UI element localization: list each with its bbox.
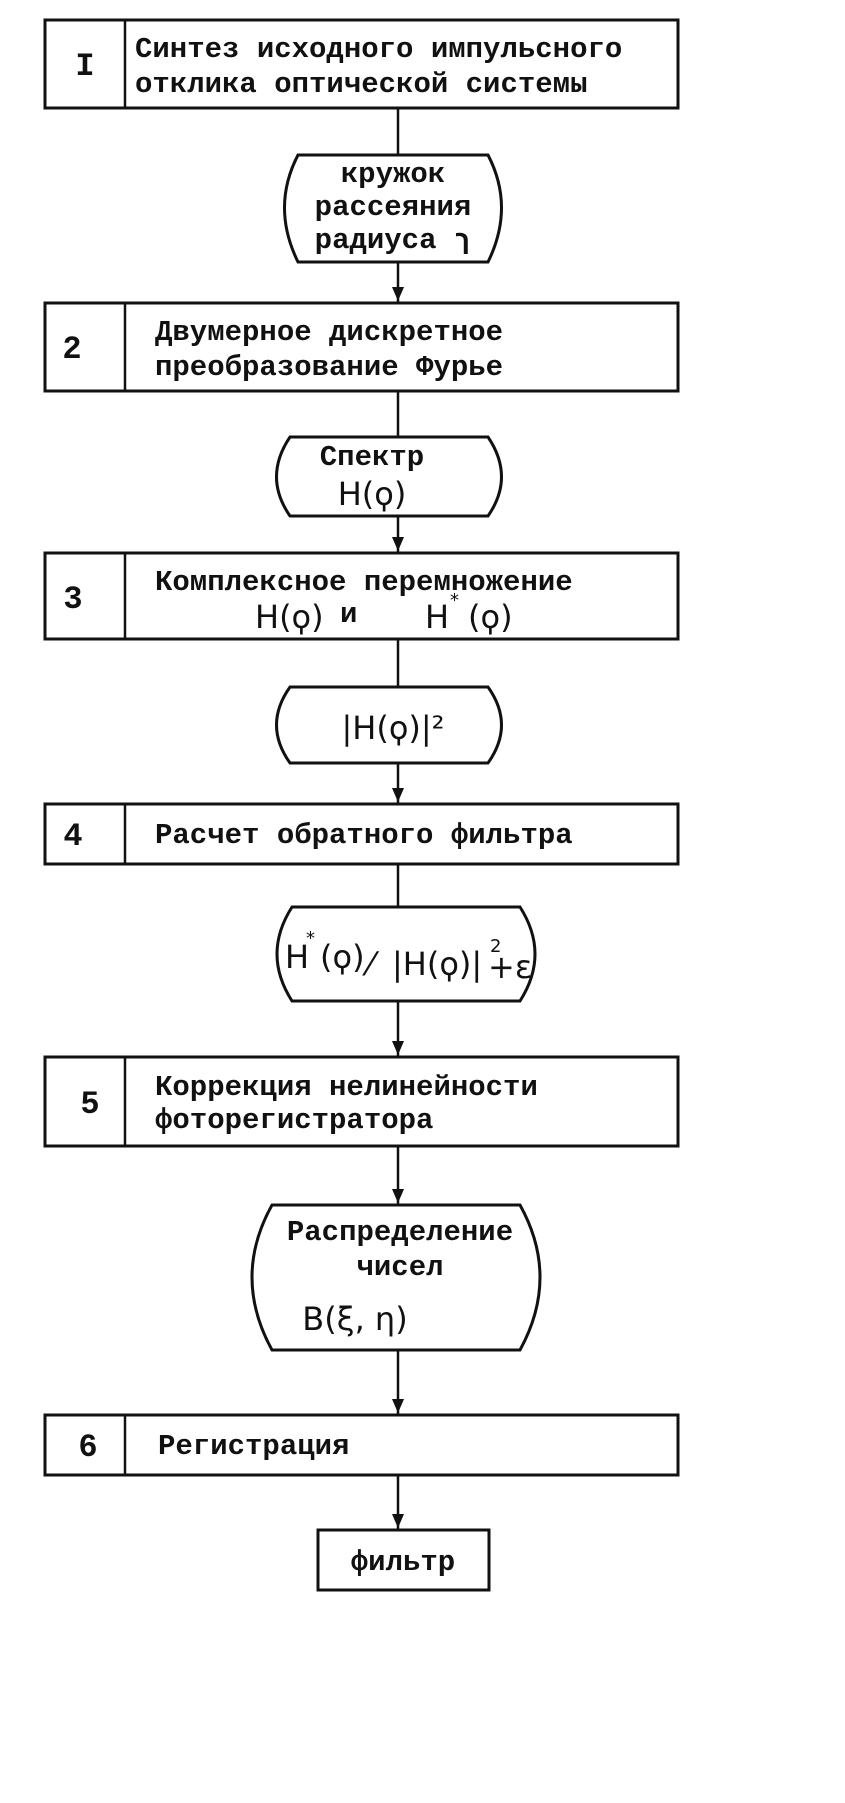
step-4-number: 4 bbox=[63, 818, 82, 855]
step-5-label-line-2: фоторегистратора bbox=[155, 1104, 433, 1137]
step-6-number: 6 bbox=[78, 1429, 97, 1466]
final-label: фильтр bbox=[351, 1546, 455, 1579]
output-4-sq: 2 bbox=[490, 936, 501, 957]
step-3-formula-and: и bbox=[340, 598, 357, 631]
step-2-label-line-2: преобразование Фурье bbox=[155, 351, 503, 384]
step-6-box: 6 Регистрация bbox=[43, 1413, 680, 1477]
step-1-label-line-1: Синтез исходного импульсного bbox=[135, 33, 622, 66]
step-4-box: 4 Расчет обратного фильтра bbox=[43, 802, 680, 866]
step-6-label-line-1: Регистрация bbox=[158, 1430, 349, 1463]
output-4-star: * bbox=[306, 928, 315, 949]
arrow-head bbox=[392, 1399, 404, 1413]
arrow-head bbox=[392, 537, 404, 551]
output-2-terminator: Спектр H(ϙ) bbox=[275, 435, 503, 518]
output-5-line-3: B(ξ, η) bbox=[302, 1300, 407, 1338]
step-3-label-line-1: Комплексное перемножение bbox=[155, 566, 573, 599]
output-5-terminator: Распределение чисел B(ξ, η) bbox=[250, 1203, 542, 1352]
output-4-eps: +ε bbox=[488, 948, 532, 986]
step-2-box: 2 Двумерное дискретное преобразование Фу… bbox=[43, 301, 680, 393]
output-3-line-1: |H(ϙ)|² bbox=[342, 709, 445, 747]
step-3-formula-h: H(ϙ) bbox=[255, 598, 324, 636]
arrow-head bbox=[392, 1189, 404, 1203]
output-4-abs: |H(ϙ)| bbox=[392, 945, 482, 983]
output-4-div: ⁄ bbox=[362, 945, 380, 983]
output-4-arg: (ϙ) bbox=[320, 938, 365, 976]
output-4-terminator: H * (ϙ) ⁄ |H(ϙ)| 2 +ε bbox=[275, 905, 537, 1003]
output-1-terminator: кружок рассеяния радиуса ɿ bbox=[283, 153, 503, 264]
output-5-line-1: Распределение bbox=[287, 1216, 513, 1249]
step-3-box: 3 Комплексное перемножение H(ϙ) и H * (ϙ… bbox=[43, 551, 680, 641]
output-2-line-1: Спектр bbox=[320, 441, 424, 474]
output-5-line-2: чисел bbox=[356, 1251, 443, 1284]
step-3-formula-star: * bbox=[450, 590, 459, 611]
step-5-label-line-1: Коррекция нелинейности bbox=[155, 1071, 538, 1104]
final-box: фильтр bbox=[316, 1528, 491, 1592]
step-3-formula-hstar: H bbox=[425, 598, 449, 636]
step-1-box: I Синтез исходного импульсного отклика о… bbox=[43, 18, 680, 110]
step-3-formula-arg: (ϙ) bbox=[468, 598, 513, 636]
arrow-head bbox=[392, 1041, 404, 1055]
arrow-head bbox=[392, 287, 404, 301]
step-5-number: 5 bbox=[80, 1086, 99, 1123]
output-4-h: H bbox=[285, 938, 309, 976]
step-5-box: 5 Коррекция нелинейности фоторегистратор… bbox=[43, 1055, 680, 1148]
arrow-head bbox=[392, 788, 404, 802]
output-2-line-2: H(ϙ) bbox=[338, 475, 407, 513]
output-1-line-3: радиуса ɿ bbox=[315, 224, 472, 257]
step-1-label-line-2: отклика оптической системы bbox=[135, 68, 587, 101]
step-3-number: 3 bbox=[63, 581, 82, 618]
step-2-number: 2 bbox=[62, 331, 81, 368]
step-2-label-line-1: Двумерное дискретное bbox=[155, 316, 503, 349]
step-1-number: I bbox=[75, 48, 94, 85]
output-1-line-2: рассеяния bbox=[315, 191, 472, 224]
step-4-label-line-1: Расчет обратного фильтра bbox=[155, 819, 573, 852]
output-3-terminator: |H(ϙ)|² bbox=[275, 685, 503, 765]
arrow-head bbox=[392, 1514, 404, 1528]
output-1-line-1: кружок bbox=[341, 158, 445, 191]
